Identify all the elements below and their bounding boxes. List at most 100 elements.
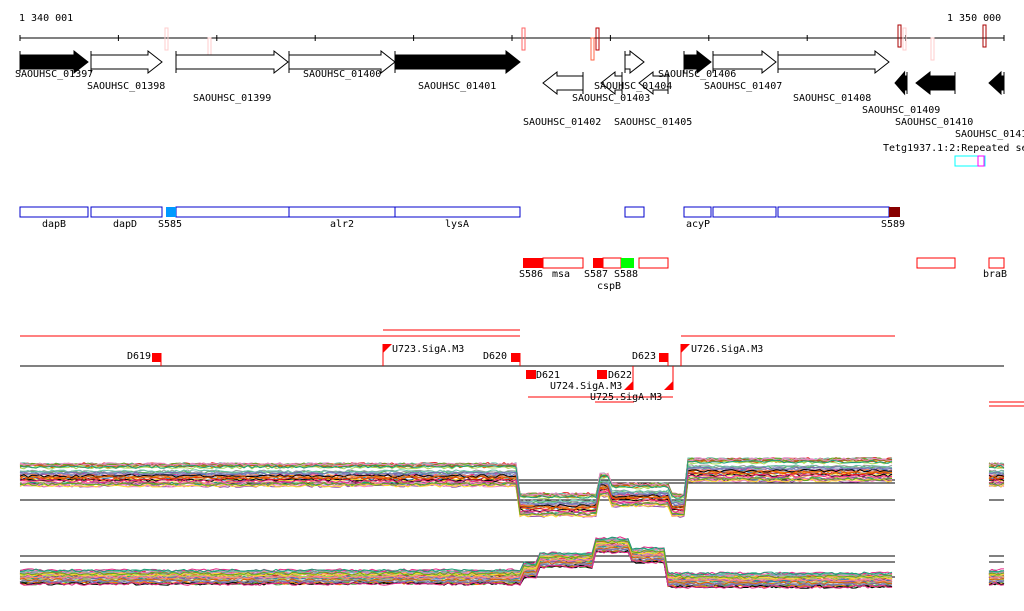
gene-label[interactable]: SAOUHSC_01410: [895, 117, 974, 128]
gene-label[interactable]: SAOUHSC_01404: [594, 81, 673, 92]
gene-arrow: [175, 49, 289, 75]
feature-box: [638, 257, 669, 269]
gene-label[interactable]: SAOUHSC_01399: [193, 93, 272, 104]
operon-label[interactable]: lysA: [445, 219, 470, 230]
transcript-label[interactable]: D622: [608, 370, 633, 381]
expression-panel-2-series: [19, 540, 893, 580]
transcript-label[interactable]: D619: [127, 351, 152, 362]
expression-panel-2-series: [988, 572, 1005, 576]
feature-label[interactable]: S587: [584, 269, 609, 280]
expression-panel-2-series: [988, 578, 1005, 581]
transcript-label[interactable]: D620: [483, 351, 508, 362]
expression-panel-1-series: [988, 479, 1005, 483]
gene-arrow: [19, 49, 89, 75]
feature-label[interactable]: S588: [614, 269, 639, 280]
terminator-icon: [152, 353, 161, 362]
gene-arrow: [600, 70, 623, 96]
expression-panel-1-series: [20, 466, 893, 506]
site-marker: [521, 27, 526, 51]
operon-label[interactable]: acyP: [686, 219, 711, 230]
gene-label[interactable]: SAOUHSC_01409: [862, 105, 941, 116]
feature-label[interactable]: S586: [519, 269, 544, 280]
operon-box: [889, 207, 900, 217]
gene-label[interactable]: SAOUHSC_01401: [418, 81, 497, 92]
expression-panel-1-series: [988, 477, 1005, 481]
expression-panel-1-series: [988, 472, 1005, 476]
gene-arrow: [288, 49, 396, 75]
gene-arrow: [542, 70, 584, 96]
transcript-label[interactable]: U723.SigA.M3: [392, 344, 465, 355]
operon-label[interactable]: S589: [881, 219, 906, 230]
gene-label[interactable]: SAOUHSC_01400: [303, 69, 382, 80]
expression-panel-2-series: [988, 582, 1005, 586]
expression-panel-2-series: [19, 539, 893, 579]
ruler-start-label: 1 340 001: [19, 13, 74, 24]
operon-box: [19, 206, 89, 218]
operon-box: [624, 206, 645, 218]
transcript-label[interactable]: U724.SigA.M3: [550, 381, 623, 392]
expression-panel-2-series: [19, 548, 893, 587]
transcript-label[interactable]: D623: [632, 351, 657, 362]
gene-label[interactable]: SAOUHSC_01408: [793, 93, 872, 104]
transcript-label[interactable]: D621: [536, 370, 561, 381]
expression-panel-1-series: [988, 462, 1005, 467]
gene-arrow: [988, 70, 1005, 96]
expression-panel-1-series: [988, 482, 1005, 486]
site-marker: [982, 24, 987, 48]
repeat-box: [977, 155, 985, 167]
expression-panel-1-series: [19, 474, 893, 513]
promoter-flag-icon: [624, 381, 633, 390]
gene-label[interactable]: SAOUHSC_01397: [15, 69, 94, 80]
repeat-label: Tetg1937.1:2:Repeated sequ: [883, 143, 1024, 154]
feature-box: [542, 257, 584, 269]
expression-panel-2-series: [19, 549, 893, 589]
feature-label[interactable]: msa: [552, 269, 571, 280]
gene-label[interactable]: SAOUHSC_01403: [572, 93, 651, 104]
expression-panel-2-series: [988, 579, 1005, 584]
expression-panel-1-series: [19, 468, 892, 508]
promoter-flag-icon: [383, 344, 392, 353]
terminator-icon: [526, 370, 536, 379]
expression-panel-1-series: [19, 476, 893, 516]
terminator-icon: [659, 353, 668, 362]
terminator-icon: [511, 353, 520, 362]
gene-label[interactable]: SAOUHSC_01398: [87, 81, 166, 92]
feature-label[interactable]: cspB: [597, 281, 622, 292]
expression-panel-1-series: [19, 464, 893, 504]
promoter-flag-icon: [681, 344, 690, 353]
operon-label[interactable]: dapB: [42, 219, 67, 230]
transcript-label[interactable]: U725.SigA.M3: [590, 392, 663, 403]
gene-label[interactable]: SAOUHSC_0141: [955, 129, 1024, 140]
gene-arrow: [915, 70, 956, 96]
gene-label[interactable]: SAOUHSC_01402: [523, 117, 602, 128]
expression-panel-1-series: [19, 457, 893, 497]
operon-box: [175, 206, 290, 218]
operon-label[interactable]: alr2: [330, 219, 355, 230]
gene-label[interactable]: SAOUHSC_01407: [704, 81, 783, 92]
repeat-box: [954, 155, 986, 167]
expression-panel-2-series: [988, 574, 1005, 577]
site-marker: [164, 27, 169, 51]
site-marker: [902, 27, 907, 51]
terminator-icon: [597, 370, 607, 379]
site-marker: [897, 24, 902, 48]
feature-box: [523, 258, 543, 268]
expression-panel-1-series: [988, 465, 1005, 469]
expression-panel-1-series: [988, 470, 1005, 474]
expression-panel-1-series: [988, 476, 1005, 480]
gene-label[interactable]: SAOUHSC_01405: [614, 117, 693, 128]
operon-label[interactable]: S585: [158, 219, 183, 230]
transcript-label[interactable]: U726.SigA.M3: [691, 344, 764, 355]
expression-panel-2-series: [988, 568, 1004, 572]
operon-label[interactable]: dapD: [113, 219, 138, 230]
feature-label[interactable]: braB: [983, 269, 1008, 280]
gene-arrow: [624, 49, 645, 75]
expression-panel-1-series: [19, 459, 893, 499]
gene-label[interactable]: SAOUHSC_01406: [658, 69, 737, 80]
gene-arrow: [394, 49, 521, 75]
site-marker: [930, 37, 935, 61]
gene-arrow: [712, 49, 777, 75]
gene-arrow: [777, 49, 890, 75]
gene-arrow: [683, 49, 712, 75]
